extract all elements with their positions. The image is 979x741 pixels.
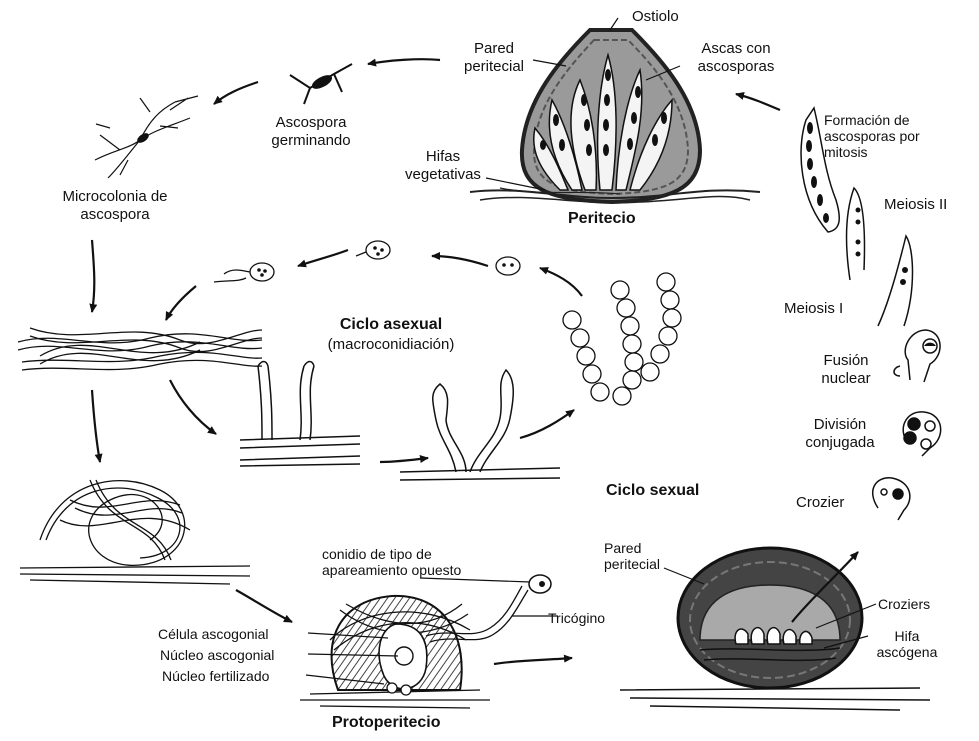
label-micro-line1: Microcolonia de xyxy=(38,188,192,206)
crozier-cell xyxy=(873,478,910,520)
label-ascas-line1: Ascas con xyxy=(676,40,796,58)
ascospore-microcolony xyxy=(95,96,198,178)
title-ciclo-sexual: Ciclo sexual xyxy=(606,482,699,500)
meiosis-ii-ascus xyxy=(847,188,865,280)
label-hifa-line2: ascógena xyxy=(862,644,952,660)
hyphal-knot xyxy=(20,480,250,584)
label-fusion-line1: Fusión xyxy=(806,352,886,370)
aerial-hyphae xyxy=(240,362,360,467)
label-pared-line1: Pared xyxy=(448,40,540,58)
label-division-conjugada: División conjugada xyxy=(790,416,890,452)
label-celula-ascogonial: Célula ascogonial xyxy=(158,626,269,642)
label-conidio-opuesto: conidio de tipo de apareamiento opuesto xyxy=(322,546,461,578)
label-meiosis-ii: Meiosis II xyxy=(884,196,947,214)
label-croziers: Croziers xyxy=(878,596,930,612)
label-hifas-line2: vegetativas xyxy=(398,166,488,184)
label-nucleo-fertilizado: Núcleo fertilizado xyxy=(162,668,269,684)
label-formacion-line1: Formación de xyxy=(824,112,920,128)
nuclear-fusion-cell xyxy=(894,330,940,382)
title-peritecio: Peritecio xyxy=(568,210,636,228)
label-division-line1: División xyxy=(790,416,890,434)
label-ascospora-germinando: Ascospora germinando xyxy=(258,114,364,150)
label-tricogino: Tricógino xyxy=(548,610,605,626)
subtitle-macroconidiacion: (macroconidiación) xyxy=(300,336,482,354)
label-hifa-ascogena: Hifa ascógena xyxy=(862,628,952,660)
label-hifas-line1: Hifas xyxy=(398,148,488,166)
germinating-ascospore xyxy=(290,64,352,104)
label-microcolonia: Microcolonia de ascospora xyxy=(38,188,192,224)
label-division-line2: conjugada xyxy=(790,434,890,452)
label-formacion-ascosporas: Formación de ascosporas por mitosis xyxy=(824,112,920,160)
label-ascas: Ascas con ascosporas xyxy=(676,40,796,76)
label-ascospora-line2: germinando xyxy=(258,132,364,150)
label-ascospora-line1: Ascospora xyxy=(258,114,364,132)
label-formacion-line3: mitosis xyxy=(824,144,920,160)
label-ostiolo: Ostiolo xyxy=(632,8,679,26)
title-ciclo-asexual: Ciclo asexual xyxy=(300,316,482,334)
title-protoperitecio: Protoperitecio xyxy=(332,714,440,732)
label-pared2-line1: Pared xyxy=(604,540,660,556)
label-ascas-line2: ascosporas xyxy=(676,58,796,76)
vegetative-mycelium xyxy=(18,328,262,370)
label-conidio-line1: conidio de tipo de xyxy=(322,546,461,562)
label-meiosis-i: Meiosis I xyxy=(784,300,843,318)
label-micro-line2: ascospora xyxy=(38,206,192,224)
protoperithecium-drawing xyxy=(300,575,551,708)
label-nucleo-ascogonial: Núcleo ascogonial xyxy=(160,647,274,663)
label-fusion-line2: nuclear xyxy=(806,370,886,388)
meiosis-i-ascus xyxy=(878,236,913,326)
label-conidio-line2: apareamiento opuesto xyxy=(322,562,461,578)
label-hifas-vegetativas: Hifas vegetativas xyxy=(398,148,488,184)
label-formacion-line2: ascosporas por xyxy=(824,128,920,144)
label-crozier: Crozier xyxy=(796,494,844,512)
label-hifa-line1: Hifa xyxy=(862,628,952,644)
label-pared-line2: peritecial xyxy=(448,58,540,76)
label-pared-peritecial-2: Pared peritecial xyxy=(604,540,660,572)
conidiophores xyxy=(400,370,560,480)
conjugate-division-cell xyxy=(903,412,940,456)
label-pared2-line2: peritecial xyxy=(604,556,660,572)
label-fusion-nuclear: Fusión nuclear xyxy=(806,352,886,388)
label-pared-peritecial: Pared peritecial xyxy=(448,40,540,76)
